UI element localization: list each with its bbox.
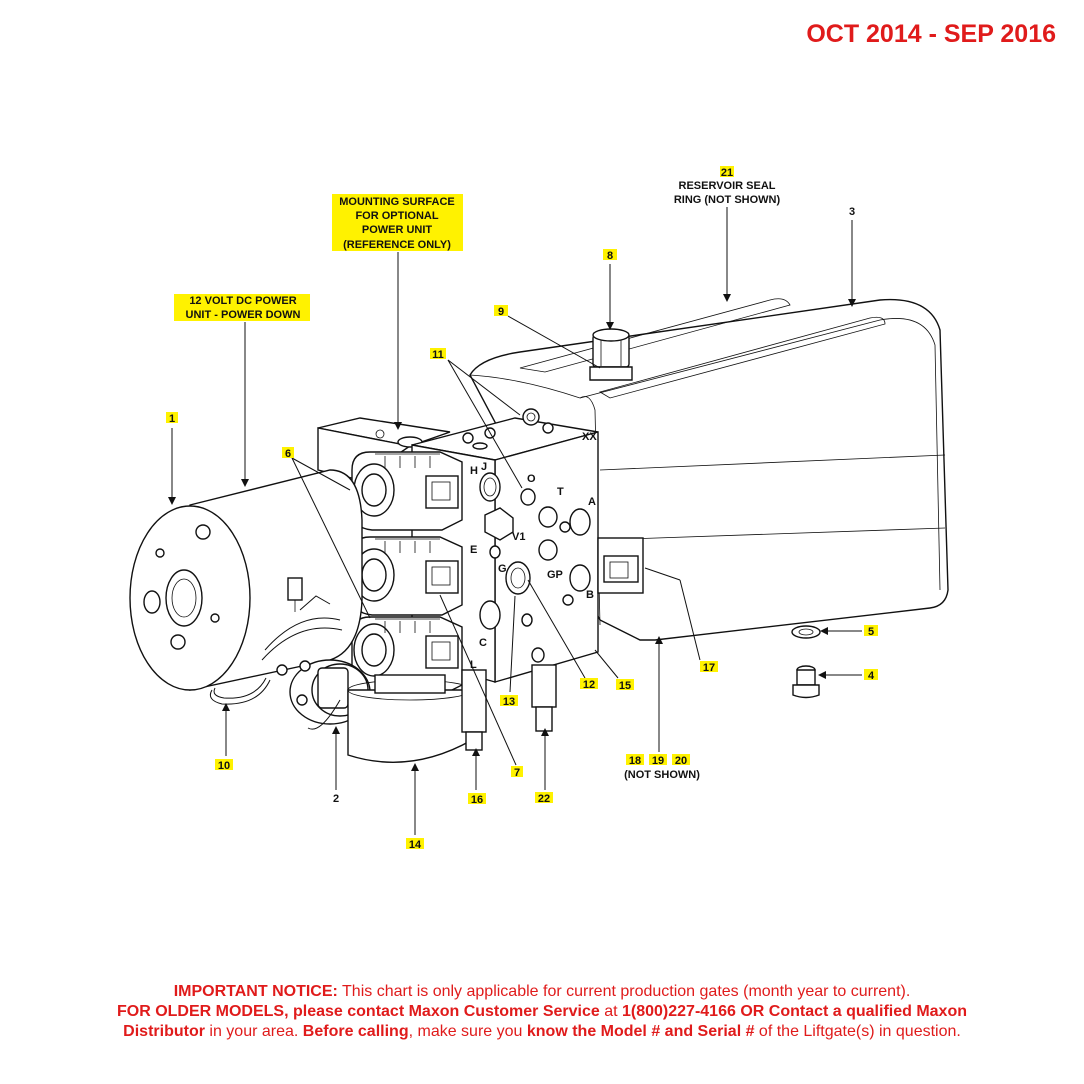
callout-5: 5: [868, 626, 874, 638]
port-label-c: C: [479, 637, 487, 649]
power-unit-line-1: 12 VOLT DC POWER: [189, 295, 296, 307]
port-label-e: E: [470, 544, 477, 556]
pump-housing: [347, 674, 473, 763]
port-label-b: B: [586, 589, 594, 601]
leader-arrowheads: [168, 294, 856, 771]
callout-7: 7: [514, 767, 520, 779]
not-shown-note: (NOT SHOWN): [624, 769, 700, 781]
notice-phone: 1(800)227-4166 OR Contact a qualified Ma…: [622, 1003, 967, 1020]
notice-heading: IMPORTANT NOTICE:: [173, 983, 338, 1000]
callout-15: 15: [619, 680, 631, 692]
manifold-block: J H O T A V1 E G GP B C L XX: [411, 408, 599, 683]
port-label-v1: V1: [512, 531, 525, 543]
mounting-surface-line-3: POWER UNIT: [362, 224, 433, 236]
notice-line-3-end: of the Liftgate(s) in question.: [754, 1023, 961, 1040]
drain-plug: [792, 665, 820, 699]
pressure-adjust-post: [531, 664, 557, 732]
port-label-xx: XX: [582, 431, 597, 443]
date-range-title: OCT 2014 - SEP 2016: [806, 20, 1056, 48]
power-unit-diagram: J H O T A V1 E G GP B C L XX: [129, 166, 949, 851]
notice-at: at: [599, 1003, 622, 1020]
callout-12: 12: [583, 679, 595, 691]
callout-6: 6: [285, 448, 291, 460]
notice-line-2: FOR OLDER MODELS, please contact Maxon C…: [40, 1002, 1044, 1022]
callout-21-desc-1: RESERVOIR SEAL: [679, 180, 776, 192]
callout-10: 10: [218, 760, 230, 772]
mounting-surface-line-4: (REFERENCE ONLY): [343, 239, 451, 251]
notice-distributor: Distributor: [123, 1023, 205, 1040]
callout-9: 9: [498, 306, 504, 318]
port-label-l: L: [470, 659, 477, 671]
callout-4: 4: [868, 670, 875, 682]
port-label-g: G: [498, 563, 507, 575]
callout-14: 14: [409, 839, 422, 851]
side-valve: [597, 537, 644, 594]
callout-21-desc-2: RING (NOT SHOWN): [674, 194, 781, 206]
callout-19: 19: [652, 755, 664, 767]
notice-line-3: Distributor in your area. Before calling…: [40, 1022, 1044, 1042]
port-label-j: J: [481, 461, 487, 473]
callout-21: 21: [721, 167, 733, 179]
notice-in-your-area: in your area.: [204, 1023, 303, 1040]
notice-make-sure: , make sure you: [408, 1023, 527, 1040]
callout-13: 13: [503, 696, 515, 708]
callout-labels: 21 RESERVOIR SEAL RING (NOT SHOWN) 3 MOU…: [166, 166, 878, 851]
notice-older-models: FOR OLDER MODELS, please contact Maxon C…: [116, 1003, 600, 1020]
power-unit-line-2: UNIT - POWER DOWN: [186, 309, 301, 321]
notice-before-calling: Before calling: [302, 1023, 409, 1040]
callout-2: 2: [333, 793, 339, 805]
callout-22: 22: [538, 793, 550, 805]
mounting-surface-line-2: FOR OPTIONAL: [355, 210, 438, 222]
filler-cap: [589, 328, 633, 381]
callout-3: 3: [849, 206, 855, 218]
port-label-o: O: [527, 473, 536, 485]
dc-motor: [129, 469, 363, 691]
leader-lines: [171, 207, 862, 835]
callout-18: 18: [629, 755, 641, 767]
notice-line-1-text: This chart is only applicable for curren…: [337, 983, 911, 1000]
notice-model-serial: know the Model # and Serial #: [526, 1023, 755, 1040]
callout-16: 16: [471, 794, 483, 806]
important-notice: IMPORTANT NOTICE: This chart is only app…: [40, 982, 1044, 1042]
notice-line-1: IMPORTANT NOTICE: This chart is only app…: [40, 982, 1044, 1002]
port-label-t: T: [557, 486, 564, 498]
port-label-h: H: [470, 465, 478, 477]
breather-cap: [791, 625, 821, 639]
callout-1: 1: [169, 413, 175, 425]
callout-8: 8: [607, 250, 613, 262]
solenoid-valve-middle: [351, 536, 463, 616]
mounting-surface-line-1: MOUNTING SURFACE: [339, 196, 455, 208]
callout-11: 11: [432, 349, 444, 361]
callout-17: 17: [703, 662, 715, 674]
port-label-a: A: [588, 496, 596, 508]
solenoid-valve-upper: [351, 451, 463, 531]
callout-20: 20: [675, 755, 687, 767]
port-label-gp: GP: [547, 569, 563, 581]
wiring-harness: [209, 595, 343, 705]
release-valve-post: [461, 669, 487, 751]
